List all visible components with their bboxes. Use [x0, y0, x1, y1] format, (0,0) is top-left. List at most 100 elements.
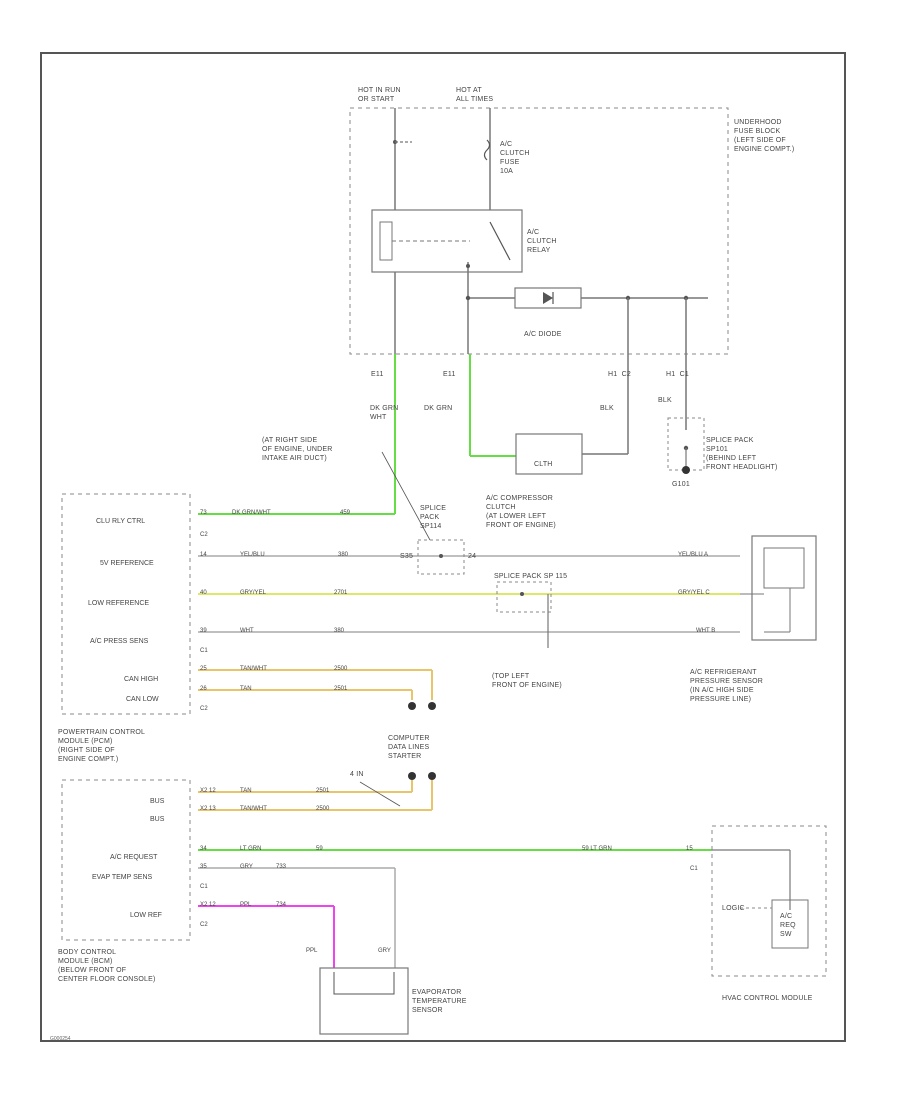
pcm-outline	[61, 493, 191, 715]
splice-pin-b: 24	[468, 553, 477, 560]
pcm-pin-25: 25	[200, 666, 207, 672]
pcm-circuit-380b: 380	[334, 628, 345, 634]
bcm-wire-gry: GRY	[240, 864, 253, 870]
dlc-label: 4 IN	[350, 771, 364, 778]
dlc-name: COMPUTER DATA LINES STARTER	[388, 735, 430, 760]
pcm-wire-dk-grn-wht: DK GRN/WHT	[232, 510, 271, 516]
connector-e11-a: E11	[371, 371, 384, 378]
bcm-signal-evap-temp-sens: EVAP TEMP SENS	[92, 874, 153, 881]
evap-gry-label: GRY	[378, 948, 391, 954]
pcm-conn-c2-b: C2	[200, 706, 208, 712]
bcm-pin-x2-13: X2 13	[200, 806, 216, 812]
pcm-pin-26: 26	[200, 686, 207, 692]
bcm-circuit-734: 734	[276, 902, 287, 908]
splice-sp115-label: SPLICE PACK SP 115	[494, 573, 568, 580]
pcm-name: POWERTRAIN CONTROL MODULE (PCM) (RIGHT S…	[58, 729, 146, 763]
bcm-conn-c1: C1	[200, 884, 208, 890]
pressure-sensor-box	[751, 535, 817, 641]
hvac-module-name: HVAC CONTROL MODULE	[722, 995, 813, 1002]
bcm-wire-lt-grn: LT GRN	[240, 846, 262, 852]
pcm-circuit-2701: 2701	[334, 590, 348, 596]
pcm-pin-73: 73	[200, 510, 207, 516]
pcm-wire-tan-wht: TAN/WHT	[240, 666, 267, 672]
compressor-clutch-label: A/C COMPRESSOR CLUTCH (AT LOWER LEFT FRO…	[486, 495, 556, 529]
bcm-signal-low-ref: LOW REF	[130, 912, 162, 919]
bcm-wire-tan: TAN	[240, 788, 252, 794]
wire-dk-grn-wht-label: DK GRN WHT	[370, 405, 399, 421]
evap-ppl-label: PPL	[306, 948, 318, 954]
bcm-signal-bus-1: BUS	[150, 798, 165, 805]
ac-clutch-relay-box	[371, 209, 523, 273]
pcm-signal-5v-reference: 5V REFERENCE	[100, 560, 154, 567]
connector-c1: H1 C1	[666, 371, 689, 378]
pcm-signal-clu-rly-ctrl: CLU RLY CTRL	[96, 518, 146, 525]
pcm-conn-c1: C1	[200, 648, 208, 654]
pcm-signal-can-high: CAN HIGH	[124, 676, 159, 683]
at-right-side-note: (AT RIGHT SIDE OF ENGINE, UNDER INTAKE A…	[262, 437, 333, 462]
bcm-circuit-2501: 2501	[316, 788, 330, 794]
pcm-wire-gry-yel: GRY/YEL	[240, 590, 266, 596]
pcm-pin-40: 40	[200, 590, 207, 596]
bcm-wire-ppl: PPL	[240, 902, 252, 908]
diagram-frame	[40, 52, 846, 1042]
hvac-conn-c1: C1	[690, 866, 698, 872]
bcm-signal-bus-2: BUS	[150, 816, 165, 823]
connector-e11-b: E11	[443, 371, 456, 378]
splice-sp114-label: SPLICE PACK SP114	[420, 505, 447, 530]
hot-in-run-label: HOT IN RUN OR START	[358, 87, 401, 103]
ac-request-switch-label: A/C REQ SW	[780, 913, 796, 938]
ground-g101-label: G101	[672, 481, 690, 488]
bcm-conn-c2: C2	[200, 922, 208, 928]
ac-diode-label: A/C DIODE	[524, 331, 562, 338]
bcm-pin-x2-12: X2 12	[200, 788, 216, 794]
pcm-pin-39: 39	[200, 628, 207, 634]
connector-c2: H1 C2	[608, 371, 631, 378]
pcm-circuit-459: 459	[340, 510, 351, 516]
pcm-signal-can-low: CAN LOW	[126, 696, 159, 703]
hvac-module-outline	[711, 825, 827, 977]
bcm-pin-35: 35	[200, 864, 207, 870]
bcm-circuit-2500: 2500	[316, 806, 330, 812]
ac-clutch-fuse-label: A/C CLUTCH FUSE 10A	[500, 141, 530, 175]
pcm-conn-c2-a: C2	[200, 532, 208, 538]
pcm-circuit-2501: 2501	[334, 686, 348, 692]
bcm-circuit-59: 59	[316, 846, 323, 852]
pcm-wire-yel-blu: YEL/BLU	[240, 552, 265, 558]
wire-dk-grn-label: DK GRN	[424, 405, 453, 412]
diagram-code: G000254	[50, 1036, 71, 1042]
wire-blk-label-2: BLK	[658, 397, 672, 404]
hot-at-all-times-label: HOT AT ALL TIMES	[456, 87, 494, 103]
pcm-signal-ac-press-sens: A/C PRESS SENS	[90, 638, 149, 645]
pcm-signal-low-reference: LOW REFERENCE	[88, 600, 150, 607]
hvac-pin-15: 15	[686, 846, 693, 852]
bcm-wire-tan-wht: TAN/WHT	[240, 806, 267, 812]
splice-sp101-label: SPLICE PACK SP101 (BEHIND LEFT FRONT HEA…	[706, 437, 778, 471]
bcm-circuit-733: 733	[276, 864, 287, 870]
ac-clutch-relay-label: A/C CLUTCH RELAY	[527, 229, 557, 254]
hvac-wire-lt-grn: 59 LT GRN	[582, 846, 612, 852]
evap-sensor-name: EVAPORATOR TEMPERATURE SENSOR	[412, 989, 467, 1014]
fuse-block-name: UNDERHOOD FUSE BLOCK (LEFT SIDE OF ENGIN…	[734, 119, 795, 153]
wire-blk-label-1: BLK	[600, 405, 614, 412]
sensor-pin-b: WHT B	[696, 628, 716, 634]
bcm-pin-34: 34	[200, 846, 207, 852]
sensor-pin-c: GRY/YEL C	[678, 590, 710, 596]
bcm-outline	[61, 779, 191, 941]
sensor-pin-a: YEL/BLU A	[678, 552, 709, 558]
compressor-clutch-box	[515, 433, 583, 475]
splice-pin-a: S35	[400, 553, 414, 560]
pressure-sensor-name: A/C REFRIGERANT PRESSURE SENSOR (IN A/C …	[690, 669, 764, 703]
bcm-pin-x2-12b: X2 12	[200, 902, 216, 908]
bcm-signal-ac-request: A/C REQUEST	[110, 854, 158, 861]
pcm-wire-wht: WHT	[240, 628, 254, 634]
pcm-circuit-2500: 2500	[334, 666, 348, 672]
compressor-clutch-box-label: CLTH	[534, 461, 553, 468]
pcm-pin-14: 14	[200, 552, 207, 558]
pcm-wire-tan: TAN	[240, 686, 252, 692]
hvac-logic-label: LOGIC	[722, 905, 745, 912]
engine-ground-note: (TOP LEFT FRONT OF ENGINE)	[492, 673, 562, 689]
pcm-circuit-380a: 380	[338, 552, 349, 558]
evap-sensor-box	[319, 967, 409, 1035]
bcm-name: BODY CONTROL MODULE (BCM) (BELOW FRONT O…	[58, 949, 156, 983]
